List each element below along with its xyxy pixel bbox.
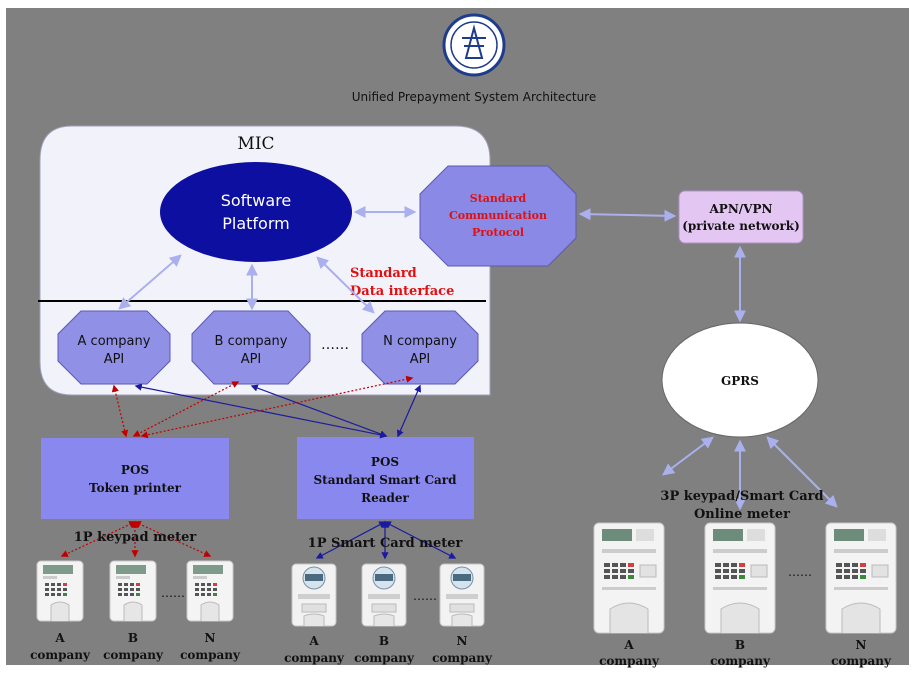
online-b-line1: B <box>735 638 745 652</box>
diagram-title: Unified Prepayment System Architecture <box>352 90 596 104</box>
group-keypad-label: 1P keypad meter <box>74 530 197 545</box>
keypad-n-line2: company <box>180 648 241 662</box>
apn-vpn-node <box>678 190 804 244</box>
card-n-line2: company <box>432 651 493 665</box>
software-platform-line1: Software <box>221 191 292 210</box>
pos-token-line1: POS <box>121 463 149 477</box>
keypad-a-line2: company <box>30 648 91 662</box>
arrow-card-meter-a <box>315 521 387 559</box>
protocol-line2: Communication <box>449 209 547 222</box>
api-ellipsis: …… <box>321 337 349 353</box>
api-n-line2: API <box>410 352 431 367</box>
online-a-line1: A <box>623 638 634 652</box>
arrow-api-a-token <box>111 384 129 438</box>
mic-label: MIC <box>237 134 274 154</box>
keypad-ellipsis: …… <box>161 586 185 600</box>
api-a-line2: API <box>104 352 125 367</box>
card-n-line1: N <box>457 634 468 648</box>
card-b-line2: company <box>354 651 415 665</box>
meter-card-n <box>439 563 485 627</box>
arrow-gprs-meter-a <box>662 436 714 476</box>
api-a-line1: A company <box>78 334 151 349</box>
arrow-card-meter-n <box>383 521 457 559</box>
online-n-line1: N <box>856 638 867 652</box>
gprs-label: GPRS <box>721 374 759 388</box>
protocol-line1: Standard <box>470 192 527 205</box>
apn-line1: APN/VPN <box>709 202 773 216</box>
keypad-a-line1: A <box>54 631 65 645</box>
pos-token-printer-node <box>41 438 229 519</box>
pos-card-line3: Reader <box>361 491 409 505</box>
apn-line2: (private network) <box>682 219 800 233</box>
arrow-token-meter-n <box>133 521 212 557</box>
pos-smart-card-node <box>297 437 474 519</box>
meter-keypad-n <box>186 560 234 622</box>
arrow-platform-api-a <box>118 254 182 310</box>
platform-connectors <box>118 206 838 511</box>
arrow-gprs-meter-n <box>766 436 838 508</box>
online-a-line2: company <box>599 654 660 668</box>
data-interface-line2: Data interface <box>350 284 454 299</box>
online-ellipsis: …… <box>788 565 812 579</box>
meter-online-b <box>704 522 776 634</box>
emblem-seal-logo <box>442 13 506 77</box>
card-a-line2: company <box>284 651 345 665</box>
group-online-label-line1: 3P keypad/Smart Card <box>660 489 823 504</box>
card-a-line1: A <box>308 634 319 648</box>
gprs-node <box>661 322 819 438</box>
pos-card-line2: Standard Smart Card <box>314 473 458 487</box>
card-ellipsis: …… <box>413 589 437 603</box>
api-b-line2: API <box>241 352 262 367</box>
arrow-token-meter-a <box>60 521 137 557</box>
api-node-n <box>361 310 479 385</box>
communication-protocol-node <box>419 165 577 267</box>
arrow-platform-api-n <box>316 256 375 314</box>
keypad-b-line2: company <box>103 648 164 662</box>
data-interface-line1: Standard <box>350 266 417 281</box>
arrow-protocol-apn <box>578 208 677 222</box>
meter-keypad-a <box>36 560 84 622</box>
api-b-line1: B company <box>215 334 288 349</box>
card-b-line1: B <box>379 634 389 648</box>
meter-online-n <box>825 522 897 634</box>
meter-card-a <box>291 563 337 627</box>
group-card-label: 1P Smart Card meter <box>308 536 463 551</box>
group-online-label-line2: Online meter <box>694 507 790 522</box>
online-n-line2: company <box>831 654 892 668</box>
api-token-connectors <box>60 375 414 558</box>
meter-keypad-b <box>109 560 157 622</box>
software-platform-line2: Platform <box>222 214 289 233</box>
keypad-b-line1: B <box>128 631 138 645</box>
meter-online-a <box>593 522 665 634</box>
pos-token-line2: Token printer <box>89 481 182 495</box>
api-n-line1: N company <box>383 334 457 349</box>
keypad-n-line1: N <box>205 631 216 645</box>
software-platform-node <box>160 162 352 262</box>
online-b-line2: company <box>710 654 771 668</box>
protocol-line3: Protocol <box>472 226 524 239</box>
pos-card-line1: POS <box>371 455 399 469</box>
meter-card-b <box>361 563 407 627</box>
